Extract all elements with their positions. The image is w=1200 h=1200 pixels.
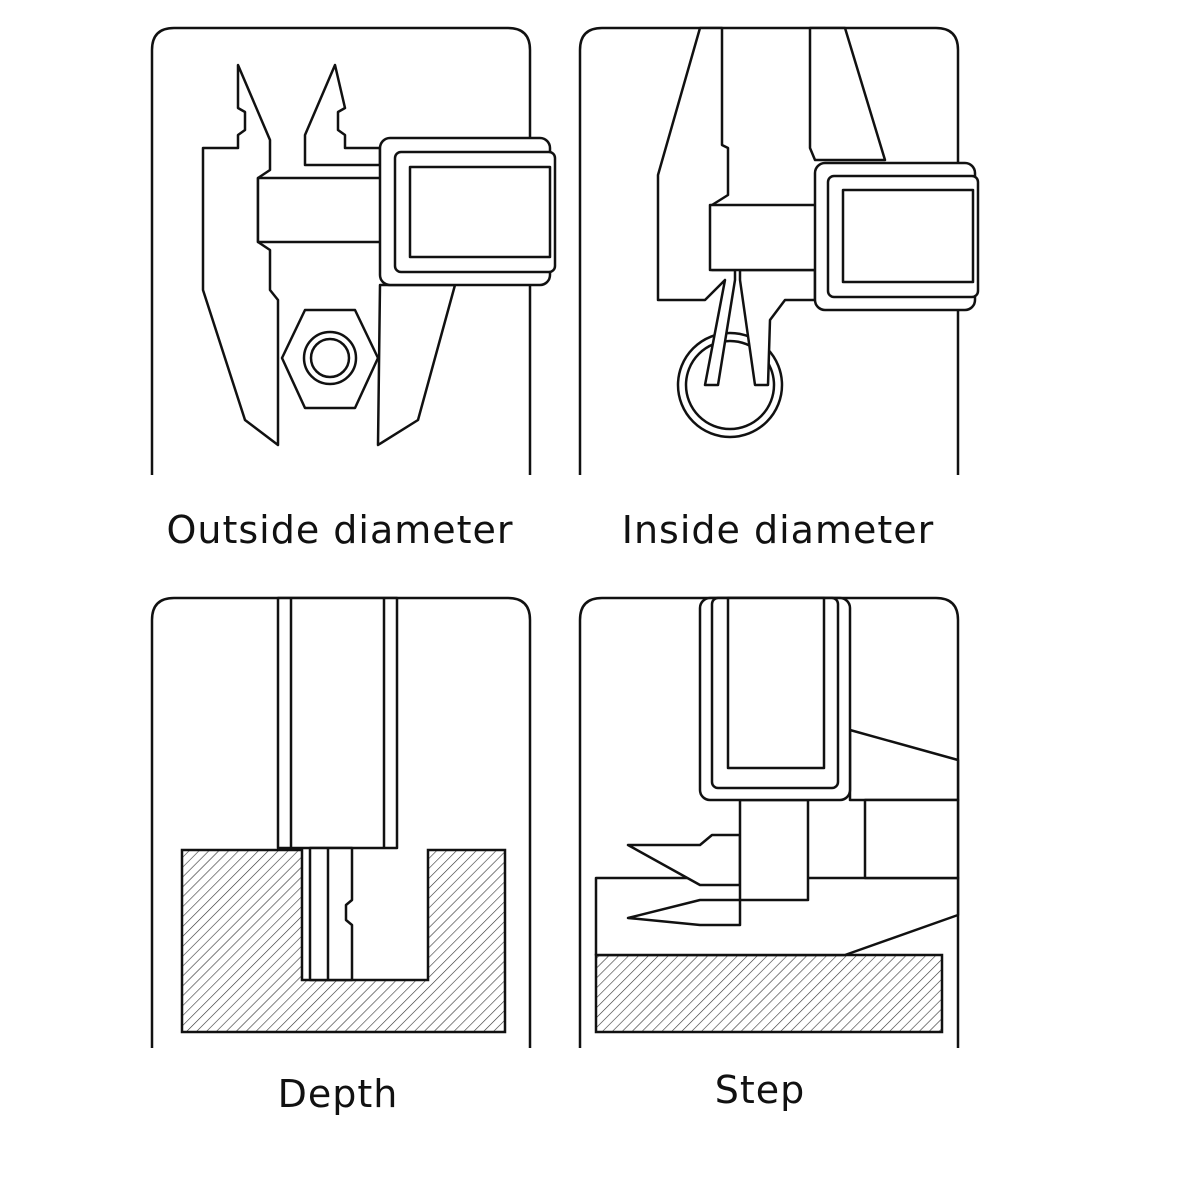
depth-caliper	[180, 596, 507, 1034]
label-outside-diameter: Outside diameter	[166, 508, 514, 552]
inside-caliper	[656, 26, 980, 439]
label-step: Step	[714, 1068, 806, 1112]
panel-frame-outside	[150, 26, 532, 475]
hatched-workpiece	[180, 848, 507, 1034]
panel-frame-inside	[578, 26, 960, 475]
label-inside-diameter: Inside diameter	[621, 508, 935, 552]
outside-caliper	[201, 63, 557, 447]
depth-rod	[738, 798, 810, 902]
hatched-workpiece	[594, 953, 944, 1034]
label-depth: Depth	[277, 1072, 399, 1116]
step-caliper	[594, 596, 960, 1034]
